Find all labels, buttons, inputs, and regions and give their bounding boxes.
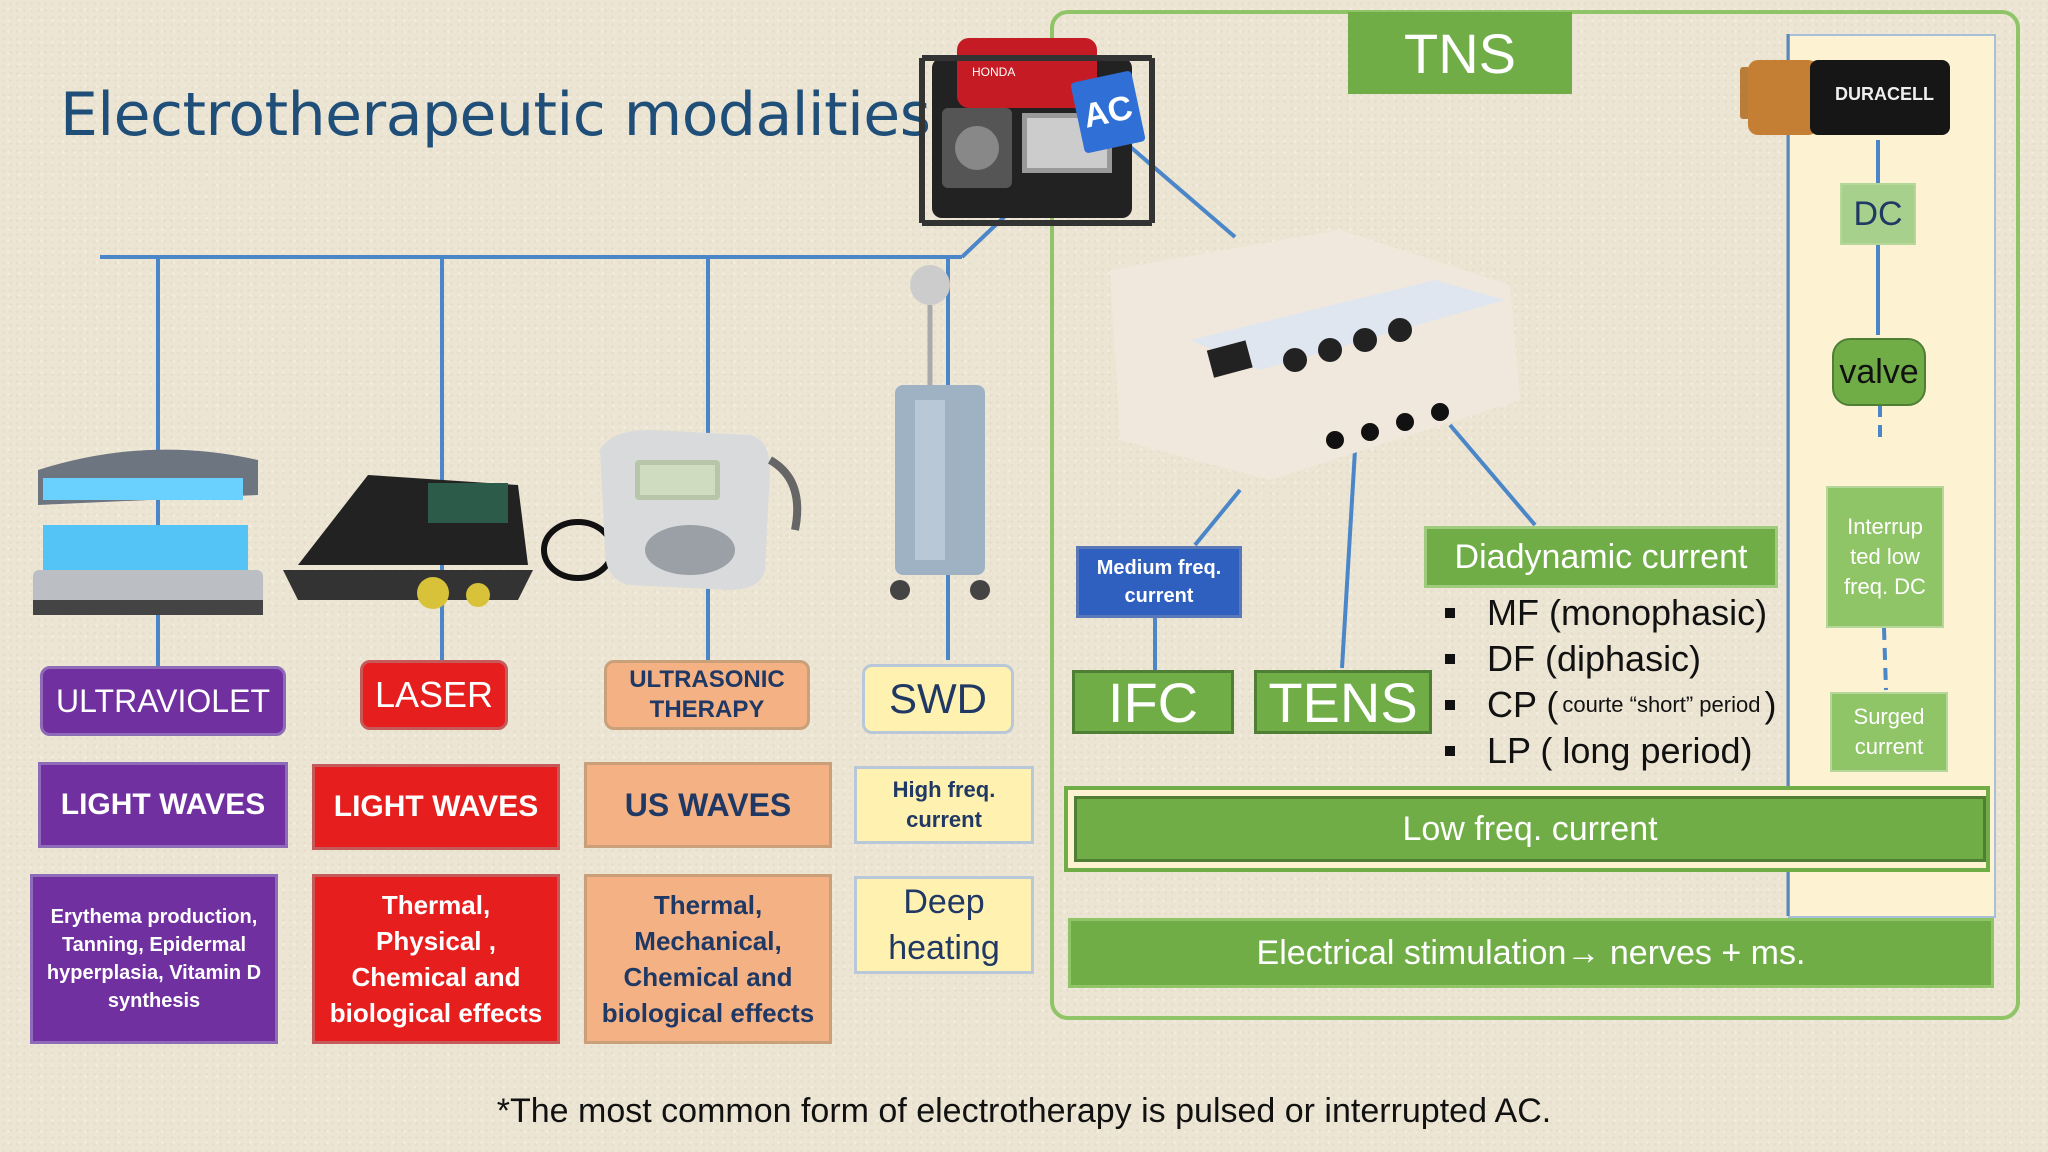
diadynamic-label: Diadynamic current	[1424, 526, 1778, 588]
electrotherapy-unit-image	[1100, 210, 1520, 500]
ultrasound-device-image	[590, 420, 810, 600]
generator-brand: HONDA	[972, 65, 1015, 79]
laser-effects: Thermal, Physical , Chemical and biologi…	[312, 874, 560, 1044]
laser-device-image	[278, 455, 618, 620]
ifc-label: IFC	[1072, 670, 1234, 734]
diadynamic-list: MF (monophasic) DF (diphasic) CP (courte…	[1445, 590, 1776, 774]
battery-image: DURACELL	[1740, 55, 1960, 140]
laser-waves: LIGHT WAVES	[312, 764, 560, 850]
swd-device-image	[860, 260, 1010, 620]
ultrasonic-label: ULTRASONIC THERAPY	[604, 660, 810, 730]
laser-label: LASER	[360, 660, 508, 730]
ultraviolet-effects: Erythema production, Tanning, Epidermal …	[30, 874, 278, 1044]
dc-label: DC	[1840, 183, 1916, 245]
ultraviolet-label: ULTRAVIOLET	[40, 666, 286, 736]
ultraviolet-waves: LIGHT WAVES	[38, 762, 288, 848]
ac-badge-label: AC	[1079, 87, 1136, 136]
swd-label: SWD	[862, 664, 1014, 734]
swd-effects: Deep heating	[854, 876, 1034, 974]
page-title: Electrotherapeutic modalities:	[60, 80, 951, 150]
medium-freq-label: Medium freq. current	[1076, 546, 1242, 618]
list-item: DF (diphasic)	[1445, 636, 1776, 682]
ultrasonic-effects: Thermal, Mechanical, Chemical and biolog…	[584, 874, 832, 1044]
electrical-stimulation-label: Electrical stimulation→ nerves + ms.	[1068, 918, 1994, 988]
surged-current-label: Surged current	[1830, 692, 1948, 772]
interrupted-dc-label: Interrup ted low freq. DC	[1826, 486, 1944, 628]
ultrasonic-waves: US WAVES	[584, 762, 832, 848]
low-freq-label: Low freq. current	[1074, 796, 1986, 862]
swd-waves: High freq. current	[854, 766, 1034, 844]
tns-label: TNS	[1348, 12, 1572, 94]
list-item: CP (courte “short” period)	[1445, 682, 1776, 728]
tens-label: TENS	[1254, 670, 1432, 734]
list-item: MF (monophasic)	[1445, 590, 1776, 636]
ultraviolet-device-image	[28, 440, 268, 620]
footnote: *The most common form of electrotherapy …	[496, 1092, 1552, 1130]
list-item: LP ( long period)	[1445, 728, 1776, 774]
valve-label: valve	[1832, 338, 1926, 406]
battery-brand: DURACELL	[1835, 84, 1934, 104]
